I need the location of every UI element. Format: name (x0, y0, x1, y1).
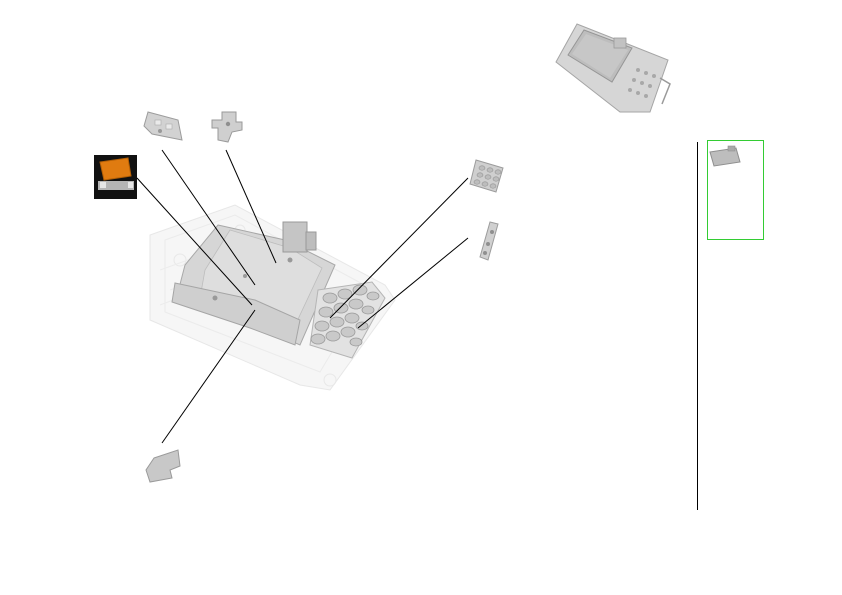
hinge-clip (211, 111, 243, 143)
callout-line-side-strip (357, 237, 469, 329)
callout-lines (136, 149, 469, 444)
callout-line-hinge (225, 149, 277, 264)
flex-cable (145, 449, 181, 483)
thumbnail-frame (707, 140, 764, 240)
thumbnail-part (709, 145, 741, 167)
assembled-device-preview (555, 23, 671, 113)
main-shield-plate (171, 221, 336, 346)
keypad-assembly (309, 281, 386, 359)
callout-line-flex (161, 309, 256, 444)
vertical-divider (697, 142, 698, 510)
callout-line-ribbon (136, 177, 253, 306)
side-button-strip (479, 221, 499, 261)
bracket-plate (143, 111, 183, 141)
callout-line-bracket (161, 149, 256, 286)
ribbon-connector (94, 155, 137, 199)
keypad-membrane (469, 159, 504, 193)
callout-line-keypad (329, 177, 469, 319)
